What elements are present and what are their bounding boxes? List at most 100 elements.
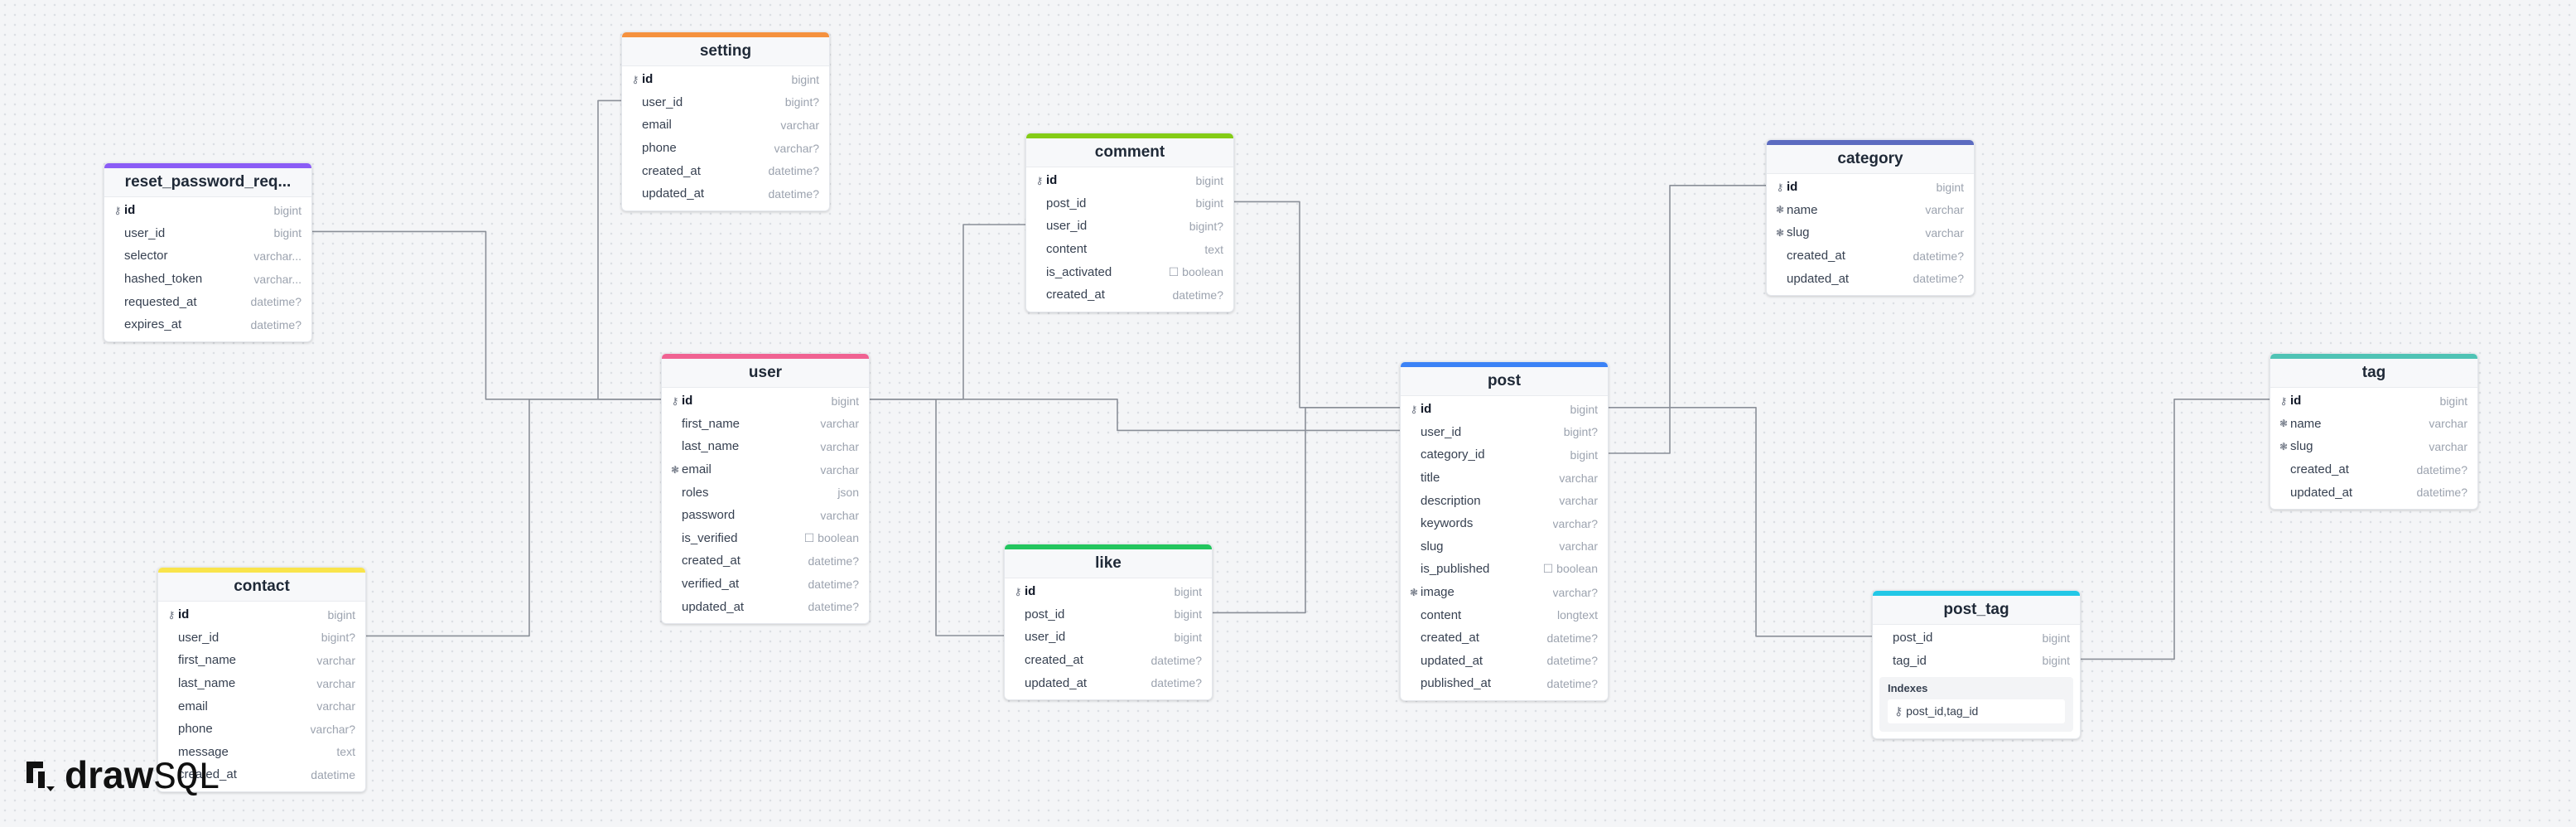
column-type: bigint? bbox=[1564, 425, 1598, 438]
column-type-text: datetime? bbox=[1546, 654, 1598, 668]
table-title[interactable]: post bbox=[1401, 367, 1608, 396]
table-column-row[interactable]: is_verified☐ boolean bbox=[662, 527, 869, 550]
column-name: password bbox=[682, 508, 736, 523]
table-title[interactable]: comment bbox=[1026, 138, 1233, 167]
column-type-text: bigint bbox=[1195, 173, 1223, 187]
column-name: updated_at bbox=[642, 186, 705, 201]
table-title[interactable]: setting bbox=[622, 37, 829, 66]
column-type-text: datetime? bbox=[1151, 676, 1202, 690]
column-type: datetime? bbox=[1913, 249, 1964, 263]
column-type-text: text bbox=[1204, 242, 1223, 256]
column-type: bigint bbox=[1570, 403, 1598, 416]
key-icon: ⚷ bbox=[1894, 704, 1907, 718]
table-title[interactable]: reset_password_req... bbox=[104, 168, 311, 197]
table-title[interactable]: like bbox=[1005, 549, 1212, 578]
column-type-text: bigint? bbox=[1563, 425, 1598, 439]
table-title[interactable]: category bbox=[1767, 145, 1974, 174]
table-title[interactable]: user bbox=[662, 359, 869, 388]
index-item[interactable]: ⚷ post_id,tag_id bbox=[1888, 699, 2065, 724]
column-name: tag_id bbox=[1893, 653, 1927, 668]
table-column-row[interactable]: is_published☐ boolean bbox=[1401, 558, 1608, 581]
column-type-text: varchar? bbox=[1552, 585, 1598, 599]
column-type: bigint bbox=[1175, 585, 1202, 598]
table-title[interactable]: contact bbox=[158, 573, 365, 602]
table-title[interactable]: post_tag bbox=[1873, 596, 2080, 625]
table-column-row[interactable]: is_activated☐ boolean bbox=[1026, 260, 1233, 283]
table-title[interactable]: tag bbox=[2270, 359, 2477, 388]
column-type: datetime? bbox=[1151, 654, 1202, 667]
